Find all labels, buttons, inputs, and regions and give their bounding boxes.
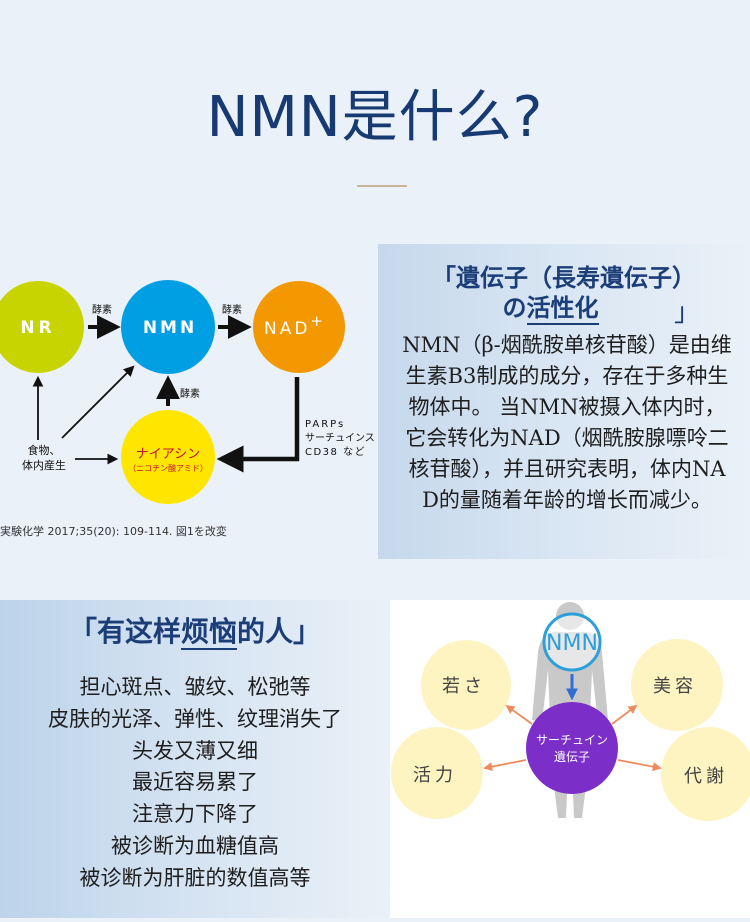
food-label-2: 体内産生 [22, 458, 66, 472]
arrow-to-metabolism [617, 759, 662, 772]
nmn-ring-label: NMN [546, 631, 598, 656]
benefit-bubble-beauty [631, 639, 723, 731]
concerns-heading-open: 「 [68, 615, 97, 648]
sirtuin-label-2: 遺伝子 [554, 749, 590, 764]
enzyme-label-3: 酵素 [180, 387, 200, 400]
benefit-panel: 若さ 美容 活力 代謝 NMN サーチュイン 遺伝子 [390, 600, 750, 918]
concern-item: 头发又薄又细 [132, 738, 258, 763]
nr-node [0, 281, 84, 373]
title-divider [357, 185, 407, 187]
benefit-bubble-metabolism [661, 727, 750, 821]
enzyme-label-2: 酵素 [222, 303, 242, 316]
arrow-food-nmn [61, 365, 135, 439]
pathway-caption: 実験化学 2017;35(20): 109-114. 図1を改変 [0, 525, 227, 538]
nmn-label: NMN [143, 318, 197, 338]
niacin-label: ナイアシン [136, 447, 200, 462]
gene-activation-panel: 「遺伝子（長寿遺伝子） の活性化 」 NMN（β-烟酰胺单核苷酸）是由维生素B3… [378, 244, 750, 559]
nr-label: NR [20, 318, 55, 338]
arrow-to-vitality [483, 759, 527, 772]
activation-heading-line1: 「遺伝子（長寿遺伝子） [432, 263, 696, 292]
sirtuin-benefit-diagram: 若さ 美容 活力 代謝 NMN サーチュイン 遺伝子 [391, 602, 750, 821]
benefit-label-beauty: 美容 [653, 676, 697, 697]
niacin-sublabel: （ニコチン酸アミド） [128, 463, 208, 473]
concern-item: 最近容易累了 [132, 770, 258, 795]
niacin-node [121, 410, 215, 504]
nmn-ring [542, 612, 602, 672]
sirtuin-gene-node [526, 702, 618, 794]
nad-pathway-diagram: NR NMN NAD+ ナイアシン （ニコチン酸アミド） 酵素 酵素 酵素 食物… [0, 280, 375, 504]
concerns-heading-post: 的人 [237, 615, 294, 648]
concern-item: 担心斑点、皱纹、松弛等 [79, 675, 311, 699]
benefit-label-youth: 若さ [442, 676, 486, 697]
benefit-bubble-vitality [391, 727, 483, 819]
concerns-list: 担心斑点、皱纹、松弛等 皮肤的光泽、弹性、纹理消失了 头发又薄又细 最近容易累了… [0, 672, 390, 895]
benefit-label-vitality: 活力 [413, 765, 457, 786]
enzyme-label-1: 酵素 [92, 303, 112, 316]
concern-item: 注意力下降了 [132, 802, 258, 827]
concerns-heading-underlined: 烦恼 [180, 615, 237, 650]
nmn-node [121, 280, 215, 374]
consumer-1: PARPs [305, 419, 345, 430]
concerns-panel: 「有这样烦恼的人」 担心斑点、皱纹、松弛等 皮肤的光泽、弹性、纹理消失了 头发又… [0, 600, 390, 918]
concern-item: 被诊断为血糖值高 [111, 833, 279, 858]
activation-heading-underlined: 活性化 [526, 293, 599, 325]
nad-superscript: + [310, 312, 326, 330]
arrow-to-beauty [611, 704, 638, 725]
benefit-bubble-youth [421, 640, 511, 730]
concerns-heading-pre: 有这样 [96, 615, 181, 648]
consumer-3: CD38 など [305, 446, 366, 458]
consumer-2: サーチュインス [305, 432, 375, 444]
benefit-label-metabolism: 代謝 [684, 766, 728, 787]
page-title: NMN是什么? [206, 85, 544, 150]
sirtuin-label-1: サーチュイン [536, 733, 608, 747]
activation-heading-pre: の [502, 293, 527, 322]
arrow-nad-niacin [216, 377, 300, 473]
concern-item: 被诊断为肝脏的数值高等 [79, 865, 311, 890]
concerns-heading-close: 」 [293, 615, 322, 648]
food-label-1: 食物、 [28, 443, 61, 457]
activation-heading-line2: の活性化 [378, 288, 723, 325]
concerns-heading: 「有这样烦恼的人」 [0, 610, 390, 650]
nad-label: NAD+ [264, 312, 326, 339]
arrow-to-youth [505, 704, 533, 725]
nad-text: NAD [264, 319, 310, 339]
concern-item: 皮肤的光泽、弹性、纹理消失了 [48, 706, 342, 731]
activation-body-text: NMN（β-烟酰胺单核苷酸）是由维生素B3制成的成分，存在于多种生物体中。 当N… [402, 333, 732, 512]
nad-node [253, 281, 345, 373]
activation-heading-close: 」 [673, 298, 700, 328]
